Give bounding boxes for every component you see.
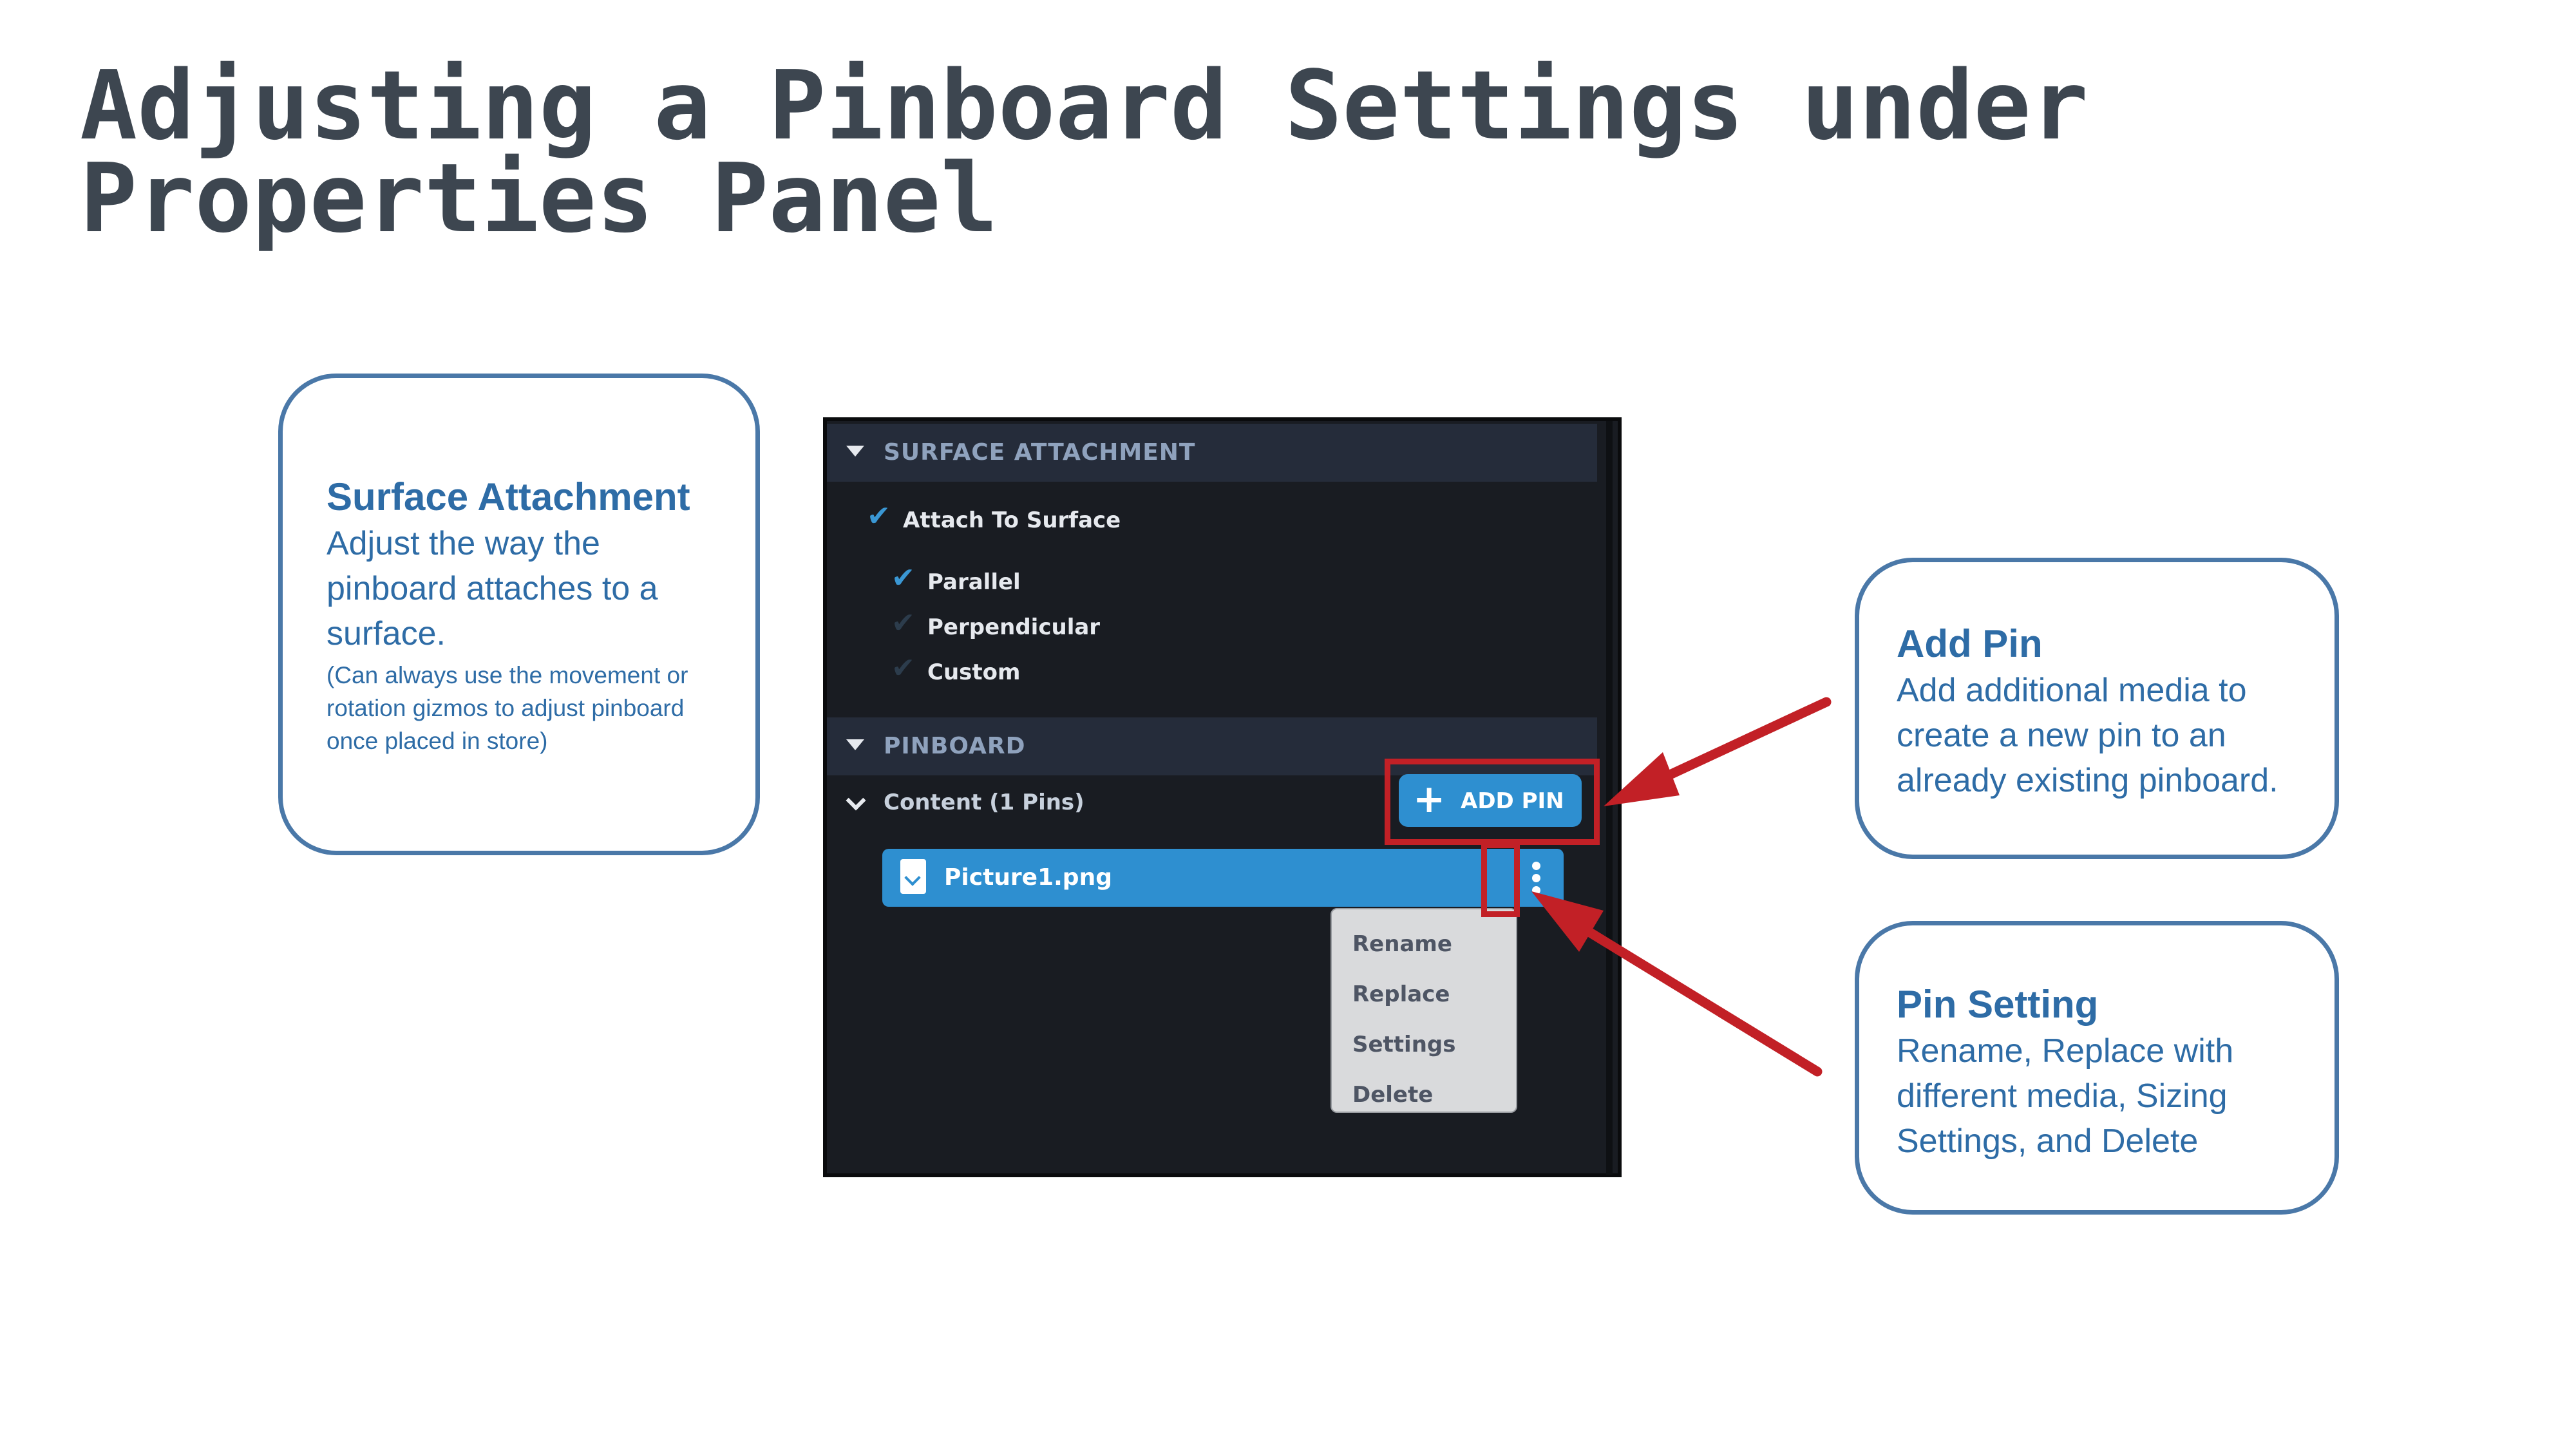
checkmark-icon[interactable]: ✔: [891, 562, 915, 594]
properties-panel: SURFACE ATTACHMENT ✔ Attach To Surface ✔…: [823, 417, 1622, 1177]
kebab-highlight-box: [1481, 842, 1520, 917]
pin-context-menu: Rename Replace Settings Delete: [1331, 908, 1517, 1113]
callout-note: (Can always use the movement or rotation…: [327, 662, 688, 754]
triangle-down-icon: [846, 446, 864, 457]
arrow-to-add-pin: [1604, 697, 1832, 806]
menu-item-replace[interactable]: Replace: [1352, 981, 1450, 1007]
image-file-icon: [900, 859, 926, 894]
callout-heading: Surface Attachment: [327, 475, 690, 518]
menu-item-rename[interactable]: Rename: [1352, 931, 1452, 957]
add-pin-button[interactable]: + ADD PIN: [1399, 774, 1582, 827]
add-pin-label: ADD PIN: [1461, 788, 1564, 814]
checkmark-icon[interactable]: ✔: [891, 652, 915, 685]
callout-add-pin: Add Pin Add additional media to create a…: [1855, 558, 2339, 859]
plus-icon: +: [1413, 777, 1446, 822]
callout-body: Add additional media to create a new pin…: [1897, 672, 2278, 799]
menu-item-delete[interactable]: Delete: [1352, 1082, 1434, 1108]
callout-body: Adjust the way the pinboard attaches to …: [327, 525, 658, 652]
callout-body: Rename, Replace with different media, Si…: [1897, 1032, 2234, 1160]
arrow-to-pin-settings: [1531, 891, 1823, 1077]
pin-file-name: Picture1.png: [944, 864, 1112, 891]
option-perpendicular-label[interactable]: Perpendicular: [927, 614, 1101, 640]
section-header-surface-attachment[interactable]: SURFACE ATTACHMENT: [827, 424, 1597, 482]
callout-heading: Pin Setting: [1897, 983, 2099, 1026]
section-label: SURFACE ATTACHMENT: [884, 439, 1196, 466]
add-pin-highlight-box: [1385, 759, 1600, 845]
callout-pin-setting: Pin Setting Rename, Replace with differe…: [1855, 921, 2339, 1215]
content-label: Content (1 Pins): [884, 790, 1084, 815]
pin-list-item[interactable]: Picture1.png: [882, 849, 1564, 907]
kebab-icon[interactable]: [1530, 862, 1542, 899]
menu-item-settings[interactable]: Settings: [1352, 1032, 1456, 1057]
checkmark-icon[interactable]: ✔: [891, 607, 915, 639]
triangle-down-icon: [846, 739, 864, 750]
section-header-pinboard[interactable]: PINBOARD: [827, 717, 1597, 775]
callout-surface-attachment: Surface Attachment Adjust the way the pi…: [278, 374, 760, 855]
attach-to-surface-label[interactable]: Attach To Surface: [903, 507, 1121, 533]
callout-heading: Add Pin: [1897, 622, 2043, 665]
option-parallel-label[interactable]: Parallel: [927, 569, 1021, 595]
section-label: PINBOARD: [884, 733, 1026, 759]
checkmark-icon[interactable]: ✔: [867, 500, 891, 533]
slide-title: Adjusting a Pinboard Settings under Prop…: [80, 50, 2088, 254]
panel-scrollbar[interactable]: [1606, 421, 1613, 1175]
option-custom-label[interactable]: Custom: [927, 659, 1021, 685]
